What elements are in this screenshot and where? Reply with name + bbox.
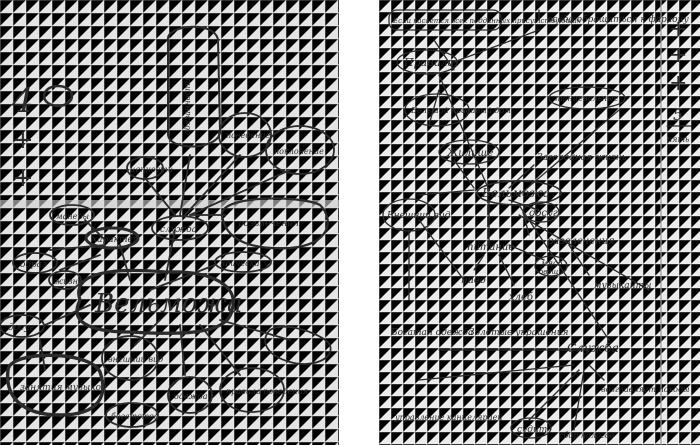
node-label: обязанности: [183, 78, 192, 135]
node-label: Загородная жизнь: [537, 153, 627, 163]
left-notebook-photo: 4 + + Вельможа служба характер образ: [0, 0, 339, 445]
node-label: Внешний вид: [386, 211, 451, 221]
node-label: внешний вид: [108, 355, 163, 364]
node-label: развлечения: [238, 219, 299, 229]
node-label: жизнь: [54, 277, 82, 286]
node-label: характер: [92, 235, 139, 245]
left-mindmap-drawing: 4 + + Вельможа служба характер образ: [0, 0, 339, 445]
node-label: питание: [467, 242, 514, 253]
node-label: одежда: [174, 392, 208, 401]
node-label: управление канцелярией: [394, 413, 503, 422]
node-label: поклонение: [274, 147, 324, 156]
node-label: Богатая одежда: [390, 328, 473, 338]
score-note: пять: [667, 135, 689, 144]
score-mark: 5: [673, 105, 683, 124]
central-label: Вельможа: [481, 186, 550, 200]
node-label: манеры: [56, 212, 89, 221]
node-food: питание: [467, 242, 514, 253]
node-pharaoh: особо обращаться к фараону: [547, 14, 689, 25]
plus-mark: +: [669, 71, 687, 96]
node-label: возглавляет походы: [601, 385, 690, 394]
node-entertainment: развлечения: [547, 236, 615, 247]
node-label: Большой красивый дом: [410, 106, 511, 115]
plus-mark: +: [669, 43, 687, 68]
plus-mark: +: [12, 163, 34, 193]
node-musicians: музыканты: [594, 281, 651, 291]
node-campaigns: возглавляет походы: [601, 385, 690, 394]
node-label: досуг: [529, 208, 558, 219]
right-mindmap-drawing: + + + 5 пять Если касается всех поддан: [379, 0, 700, 445]
node-label: досуг: [8, 323, 34, 333]
node-label: судит: [517, 425, 547, 435]
node-label: хлеб: [509, 292, 534, 303]
plus-mark: +: [12, 125, 34, 155]
node-label: развлечения: [547, 236, 615, 247]
right-notebook-photo: + + + 5 пять Если касается всех поддан: [379, 0, 700, 445]
node-label: танцевальные: [555, 94, 619, 103]
node-label: занятия музыкой: [20, 383, 107, 393]
node-label: прически: [220, 259, 260, 268]
node-service: Служба: [567, 341, 619, 355]
node-jewelry: Золотые украшения: [469, 328, 569, 338]
node-label: Жилище: [446, 148, 493, 159]
node-clothing: Богатая одежда: [390, 328, 473, 338]
node-chancellery: управление канцелярией: [394, 413, 503, 422]
node-label: сбор налогов: [559, 431, 615, 440]
node-beer: пиво: [461, 275, 486, 286]
node-label: мясо: [541, 259, 562, 268]
node-label: служба: [160, 224, 197, 235]
node-label: Правила: [403, 56, 454, 69]
node-country-life: Загородная жизнь: [537, 153, 627, 163]
node-label: овощи: [539, 268, 564, 276]
node-label: особо обращаться к фараону: [547, 14, 689, 25]
node-label: богатство: [111, 412, 159, 421]
node-label: музыканты: [594, 281, 651, 291]
node-label: образ: [20, 259, 47, 270]
node-label: Золотые украшения: [469, 328, 569, 338]
grade-mark: 4: [11, 81, 34, 121]
node-taxes: сбор налогов: [559, 431, 615, 440]
node-label: ценности: [130, 165, 173, 174]
node-label: поведение: [226, 131, 271, 140]
node-label: Служба: [567, 341, 619, 355]
central-label: Вельможа: [94, 289, 242, 319]
node-label: правила поведения: [226, 387, 308, 396]
node-bread: хлеб: [509, 292, 534, 303]
node-label: пиво: [461, 275, 486, 286]
